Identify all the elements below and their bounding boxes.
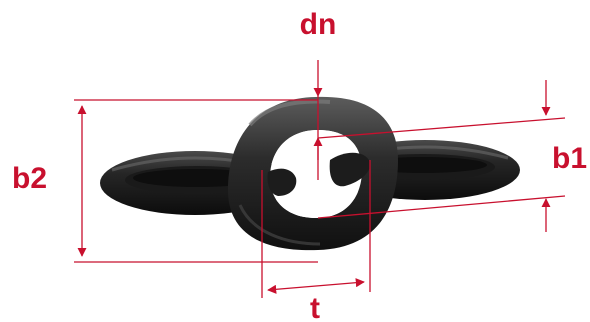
dn-label: dn [300, 8, 337, 41]
b1-label: b1 [552, 142, 587, 175]
chain [100, 96, 520, 251]
t-dimension-line [267, 278, 365, 294]
b1-extension-bottom [317, 195, 566, 219]
b2-label: b2 [12, 162, 47, 195]
dimension-lines [74, 60, 566, 298]
b1-extension-top [317, 117, 566, 139]
chain-link-center [228, 96, 398, 251]
t-label: t [310, 292, 320, 322]
